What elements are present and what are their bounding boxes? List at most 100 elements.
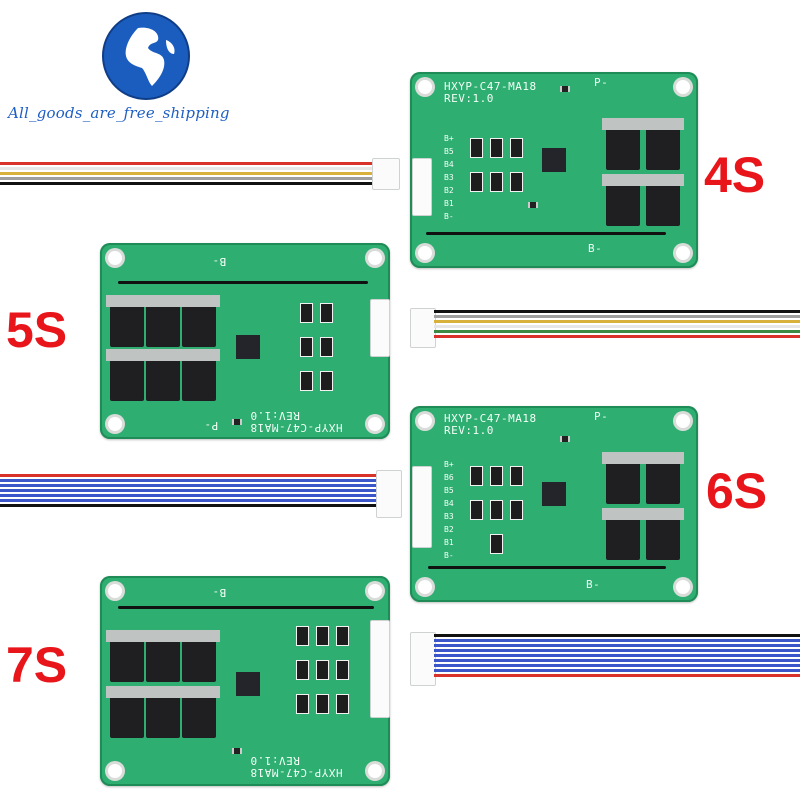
watermark-text: All_goods_are_free_shipping	[8, 104, 230, 122]
mosfet	[178, 686, 220, 738]
black-wire	[118, 606, 374, 609]
mount-hole	[676, 580, 690, 594]
smd-component	[560, 436, 570, 442]
black-wire	[428, 566, 666, 569]
resistor	[470, 466, 483, 486]
mount-hole	[418, 580, 432, 594]
rev-text: REV:1.0	[250, 754, 300, 767]
mosfet	[178, 630, 220, 682]
mount-hole	[108, 764, 122, 778]
mount-hole	[108, 251, 122, 265]
resistor	[470, 172, 483, 192]
resistor	[510, 466, 523, 486]
mosfet	[178, 349, 220, 401]
mosfet	[106, 686, 148, 738]
mount-hole	[676, 80, 690, 94]
p-minus-text: P-	[594, 410, 609, 423]
cable-7s	[434, 634, 800, 679]
resistor	[490, 500, 503, 520]
mosfet	[142, 686, 184, 738]
b-minus-text: B-	[212, 586, 227, 599]
resistor	[296, 660, 309, 680]
resistor	[320, 337, 333, 357]
mount-hole	[368, 417, 382, 431]
board-7s: HXYP-C47-MA18 REV:1.0 B-	[100, 576, 390, 786]
mosfet	[142, 349, 184, 401]
mosfet	[642, 452, 684, 504]
resistor	[510, 500, 523, 520]
mosfet	[142, 630, 184, 682]
resistor	[510, 172, 523, 192]
mosfet	[178, 295, 220, 347]
label-4s: 4S	[704, 147, 766, 203]
mosfet	[602, 174, 644, 226]
mosfet	[602, 118, 644, 170]
mosfet	[106, 349, 148, 401]
model-text: HXYP-C47-MA18	[444, 412, 537, 425]
resistor	[470, 138, 483, 158]
cable-4s	[0, 162, 372, 187]
mount-hole	[418, 80, 432, 94]
balance-connector	[370, 299, 390, 357]
smd-component	[560, 86, 570, 92]
resistor	[320, 303, 333, 323]
mount-hole	[108, 417, 122, 431]
label-5s: 5S	[6, 302, 68, 358]
resistor	[316, 694, 329, 714]
model-text: HXYP-C47-MA18	[250, 766, 343, 779]
rev-text: REV:1.0	[444, 424, 494, 437]
globe-logo-icon	[102, 12, 190, 100]
balance-connector	[370, 620, 390, 718]
black-wire	[118, 281, 368, 284]
resistor	[316, 660, 329, 680]
label-7s: 7S	[6, 637, 68, 693]
mount-hole	[368, 251, 382, 265]
resistor	[490, 138, 503, 158]
mount-hole	[108, 584, 122, 598]
connector-7s-plug	[410, 632, 436, 686]
mosfet	[642, 174, 684, 226]
balance-connector	[412, 466, 432, 548]
rev-text: REV:1.0	[250, 409, 300, 422]
protection-ic	[542, 482, 566, 506]
protection-ic	[236, 672, 260, 696]
black-wire	[426, 232, 666, 235]
resistor	[296, 626, 309, 646]
mount-hole	[418, 246, 432, 260]
cable-5s	[434, 310, 800, 340]
b-minus-text: B-	[212, 255, 227, 268]
p-minus-text: P-	[594, 76, 609, 89]
b-minus-text: B-	[586, 578, 601, 591]
b-minus-text: B-	[588, 242, 603, 255]
mount-hole	[368, 764, 382, 778]
protection-ic	[236, 335, 260, 359]
mount-hole	[368, 584, 382, 598]
mosfet	[642, 118, 684, 170]
smd-component	[232, 419, 242, 425]
resistor	[490, 466, 503, 486]
resistor	[320, 371, 333, 391]
balance-connector	[412, 158, 432, 216]
mosfet	[602, 508, 644, 560]
connector-4s-plug	[372, 158, 400, 190]
resistor	[316, 626, 329, 646]
mount-hole	[676, 414, 690, 428]
p-minus-text: P-	[204, 419, 219, 432]
connector-5s-plug	[410, 308, 436, 348]
resistor	[336, 626, 349, 646]
model-text: HXYP-C47-MA18	[250, 421, 343, 434]
resistor	[336, 660, 349, 680]
mount-hole	[676, 246, 690, 260]
model-text: HXYP-C47-MA18	[444, 80, 537, 93]
mount-hole	[418, 414, 432, 428]
board-5s: HXYP-C47-MA18 REV:1.0 B- P-	[100, 243, 390, 439]
resistor	[470, 500, 483, 520]
resistor	[300, 371, 313, 391]
protection-ic	[542, 148, 566, 172]
mosfet	[106, 630, 148, 682]
mosfet	[142, 295, 184, 347]
smd-component	[528, 202, 538, 208]
